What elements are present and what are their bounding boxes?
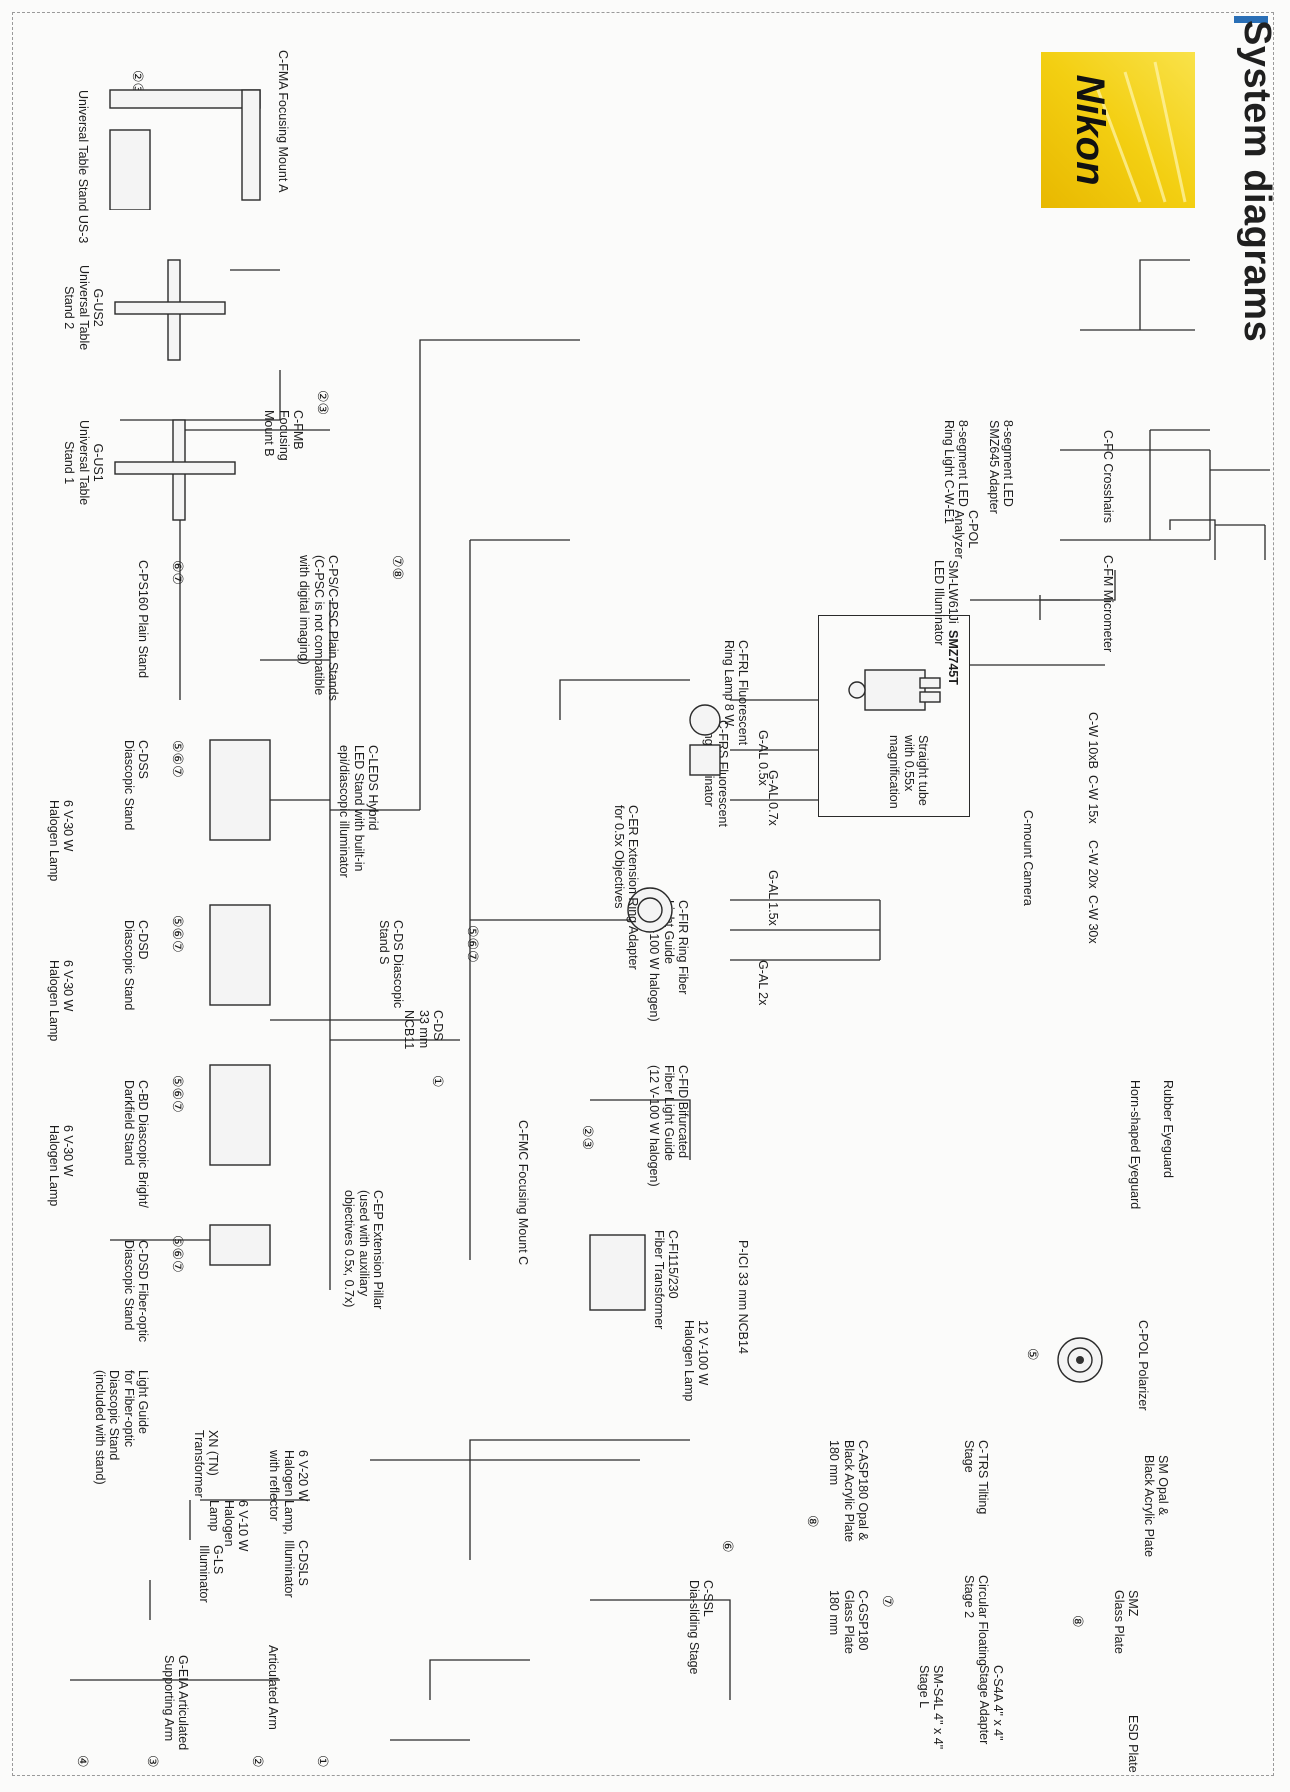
c-fmb-label: C-FMB Focusing Mount B <box>262 410 305 461</box>
fiber-transformer-icon <box>589 1234 646 1311</box>
g-us1-stand-icon <box>114 419 236 521</box>
xn-transformer-label: XN (TN) Transformer <box>191 1430 220 1498</box>
c-fma-label: C-FMA Focusing Mount A <box>276 50 290 193</box>
cpol-polarizer-label: C-POL Polarizer <box>1136 1320 1150 1411</box>
marker-1-ds: ① <box>429 1075 445 1088</box>
marker-67-ps160: ⑥⑦ <box>169 560 185 586</box>
marker-2-illuminator: ② <box>249 1755 265 1768</box>
halogen-6v30-label-3: 6 V-30 W Halogen Lamp <box>46 1125 75 1207</box>
straight-tube-label: Straight tube with 0.55x magnification <box>887 735 930 809</box>
smz-glass-label: SMZ Glass Plate <box>1111 1590 1140 1654</box>
halogen-12v-label: 12 V-100 W Halogen Lamp <box>681 1320 710 1402</box>
halogen-6v30-label-1: 6 V-30 W Halogen Lamp <box>46 800 75 882</box>
eyepiece-20x-label: C-W 20x <box>1086 840 1100 889</box>
halogen-6v20-label: 6 V-20 W Halogen Lamp, with reflector <box>267 1450 310 1535</box>
aux-objective-2x-label: G-AL 2x <box>756 960 770 1006</box>
c-fi115-label: C-FI115/230 Fiber Transformer <box>651 1230 680 1330</box>
c-er-label: C-ER Extension Ring Adapter for 0.5x Obj… <box>611 805 640 970</box>
c-ep-label: C-EP Extension Pillar (used with auxilia… <box>342 1190 385 1310</box>
c-dsd-fo-label: C-DSD Fiber-optic Diascopic Stand <box>121 1240 150 1343</box>
c-dsd-label: C-DSD Diascopic Stand <box>121 920 150 1011</box>
c-frs-ring-icon <box>689 704 721 776</box>
c-fmc-label: C-FMC Focusing Mount C <box>516 1120 530 1266</box>
halogen-6v30-label-2: 6 V-30 W Halogen Lamp <box>46 960 75 1042</box>
crosshairs-label: C-FC Crosshairs <box>1101 430 1115 524</box>
c-gsp180-label: C-GSP180 Glass Plate 180 mm <box>827 1590 870 1654</box>
marker-23-fmc: ②③ <box>579 1125 595 1151</box>
marker-23-fmb: ②③ <box>314 390 330 416</box>
c-ps160-label: C-PS160 Plain Stand <box>136 560 150 679</box>
c-ps-label: C-PS/C-PSC Plain Stands (C-PSC is not co… <box>297 555 340 701</box>
marker-6-stages: ⑥ <box>719 1540 735 1553</box>
smz745t-microscope-icon <box>848 669 941 711</box>
marker-7-stages: ⑦ <box>879 1595 895 1608</box>
c-dsls-label: C-DSLS Illuminator <box>281 1540 310 1598</box>
led-adapter-label: 8-segment LED SMZ645 Adapter <box>986 420 1015 514</box>
esd-plate-label: ESD Plate <box>1126 1715 1140 1773</box>
c-ds-ncb-label: C-DS 33 mm NCB11 <box>402 1010 445 1050</box>
c-s4a-label: C-S4A 4" x 4" Stage Adapter <box>976 1665 1005 1745</box>
c-ds-label: C-DS Diascopic Stand S <box>376 920 405 1009</box>
c-leds-label: C-LEDS Hybrid LED Stand with built-in ep… <box>337 745 380 878</box>
circular-stage-label: Circular Floating Stage 2 <box>961 1575 990 1667</box>
articulated-arm-label: Articulated Arm <box>266 1645 280 1730</box>
g-us2-stand-icon <box>114 259 226 361</box>
cpol-polarizer-icon <box>1057 1337 1103 1383</box>
page-border <box>12 12 1274 1776</box>
g-us1-label: G-US1 Universal Table Stand 1 <box>62 420 105 506</box>
c-trs-label: C-TRS Tilting Stage <box>961 1440 990 1515</box>
cpol-analyzer-label: C-POL Analyzer <box>951 510 980 559</box>
marker-78-ps: ⑦⑧ <box>389 555 405 581</box>
c-mount-camera-label: C-mount Camera <box>1021 810 1035 906</box>
aux-objective-07x-label: G-AL 0.7x <box>766 770 780 826</box>
sm-s4l-label: SM-S4L 4" x 4" Stage L <box>916 1665 945 1750</box>
marker-3-illuminator: ③ <box>144 1755 160 1768</box>
c-bd-label: C-BD Diascopic Bright/ Darkfield Stand <box>121 1080 150 1208</box>
g-eia-label: G-EIA Articulated Supporting Arm <box>161 1655 190 1751</box>
eyepiece-30x-label: C-W 30x <box>1086 895 1100 944</box>
halogen-6v10-label: 6 V-10 W Halogen Lamp <box>207 1500 250 1552</box>
g-ls-label: G-LS Illuminator <box>196 1545 225 1603</box>
micrometer-label: C-FM Micrometer <box>1101 555 1115 653</box>
sm-lw61ji-label: SM-LW61Ji LED Illuminator <box>931 560 960 646</box>
g-us2-label: G-US2 Universal Table Stand 2 <box>62 265 105 351</box>
led-ring-label: 8-segment LED Ring Light C-W-E1 <box>941 420 970 524</box>
horn-eyeguard-label: Horn-shaped Eyeguard <box>1128 1080 1142 1210</box>
marker-567-ds: ⑤⑥⑦ <box>464 925 480 963</box>
nikon-logo: Nikon <box>1041 52 1195 208</box>
c-ssl-label: C-SSL Dia-sliding Stage <box>686 1580 715 1675</box>
marker-1-illuminator: ① <box>314 1755 330 1768</box>
c-fid-label: C-FID Bifurcated Fiber Light Guide (12 V… <box>647 1065 690 1187</box>
diascopic-stands-icons <box>209 739 271 1266</box>
c-dss-label: C-DSS Diascopic Stand <box>121 740 150 831</box>
sm-opal-label: SM Opal & Black Acrylic Plate <box>1141 1455 1170 1558</box>
marker-8-plates: ⑧ <box>1069 1615 1085 1628</box>
us3-stand-icon <box>109 89 261 210</box>
marker-5-polarizer: ⑤ <box>1024 1348 1040 1361</box>
c-asp180-label: C-ASP180 Opal & Black Acrylic Plate 180 … <box>827 1440 870 1543</box>
pici-label: P-ICI 33 mm NCB14 <box>736 1240 750 1354</box>
rubber-eyeguard-label: Rubber Eyeguard <box>1161 1080 1175 1178</box>
light-guide-label: Light Guide for Fiber-optic Diascopic St… <box>92 1370 150 1485</box>
nikon-logo-text: Nikon <box>1068 74 1112 185</box>
eyepiece-10x-label: C-W 10xB <box>1086 712 1100 769</box>
c-fir-ring-icon <box>627 887 673 933</box>
eyepiece-15x-label: C-W 15x <box>1086 775 1100 824</box>
us3-label: Universal Table Stand US-3 <box>76 90 90 244</box>
marker-4-illuminator: ④ <box>74 1755 90 1768</box>
marker-8-stages: ⑧ <box>804 1515 820 1528</box>
aux-objective-15x-label: G-AL 1.5x <box>766 870 780 926</box>
